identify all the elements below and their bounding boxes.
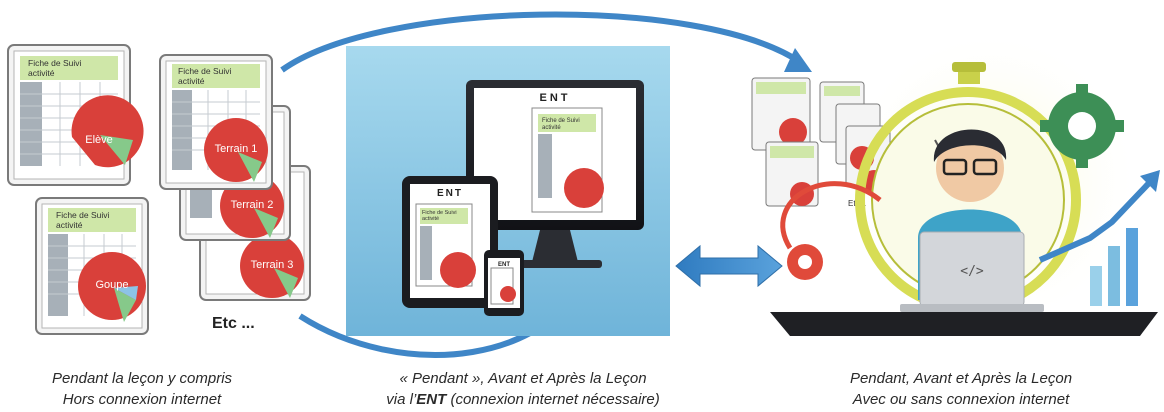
sheet-title: Fiche de Suivi — [28, 58, 81, 68]
tablet-ent-label: ENT — [437, 188, 463, 199]
tablet — [402, 176, 498, 308]
sheet-subtitle: activité — [542, 125, 561, 131]
caption-middle-ent: ENT — [416, 391, 447, 408]
sheet-label-eleve: Elève — [85, 134, 113, 146]
laptop — [900, 231, 1044, 312]
sheet-subtitle: activité — [422, 216, 439, 222]
double-arrow — [675, 244, 783, 288]
caption-left-line1: Pendant la leçon y compris — [51, 370, 233, 387]
sheet-label-goupe: Goupe — [95, 279, 128, 291]
etc-label: Etc ... — [212, 315, 255, 332]
arrow-top-curve — [280, 11, 812, 73]
caption-right-line2: Avec ou sans connexion internet — [852, 391, 1070, 408]
caption-middle-line2: via l’ENT (connexion internet nécessaire… — [358, 389, 688, 410]
code-icon: </> — [960, 264, 984, 279]
caption-middle-pre: via l’ — [386, 391, 417, 408]
caption-middle-post: (connexion internet nécessaire) — [446, 391, 660, 408]
monitor-ent-label: ENT — [540, 92, 571, 104]
sheet-subtitle: activité — [178, 76, 205, 86]
sheet-eleve — [7, 44, 144, 186]
sheet-title: Fiche de Suivi — [422, 210, 457, 216]
desk — [770, 312, 1158, 336]
caption-right: Pendant, Avant et Après la Leçon Avec ou… — [826, 368, 1096, 410]
sheet-subtitle: activité — [56, 220, 83, 230]
sheet-goupe — [35, 197, 149, 335]
sheet-title: Fiche de Suivi — [56, 210, 109, 220]
gear-icon — [1040, 84, 1124, 168]
growth-chart-icon — [1038, 170, 1160, 306]
small-gear-icon — [787, 244, 823, 280]
sheet-subtitle: activité — [28, 68, 55, 78]
caption-middle-line1: « Pendant », Avant et Après la Leçon — [399, 370, 647, 387]
caption-middle: « Pendant », Avant et Après la Leçon via… — [358, 368, 688, 410]
monitor — [466, 80, 644, 268]
sheet-title: Fiche de Suivi — [178, 66, 231, 76]
phone — [484, 250, 524, 316]
phone-ent-label: ENT — [498, 262, 510, 268]
caption-left: Pendant la leçon y compris Hors connexio… — [12, 368, 272, 410]
caption-left-line2: Hors connexion internet — [62, 391, 222, 408]
caption-right-line1: Pendant, Avant et Après la Leçon — [849, 370, 1073, 387]
sheet-label-terrain-2: Terrain 2 — [231, 199, 274, 211]
sheet-title: Fiche de Suivi — [542, 118, 580, 124]
sheet-label-terrain-3: Terrain 3 — [251, 259, 294, 271]
sheet-terrain-1 — [159, 54, 273, 190]
decorative-swoosh — [780, 181, 882, 250]
sheet-label-terrain-1: Terrain 1 — [215, 143, 258, 155]
